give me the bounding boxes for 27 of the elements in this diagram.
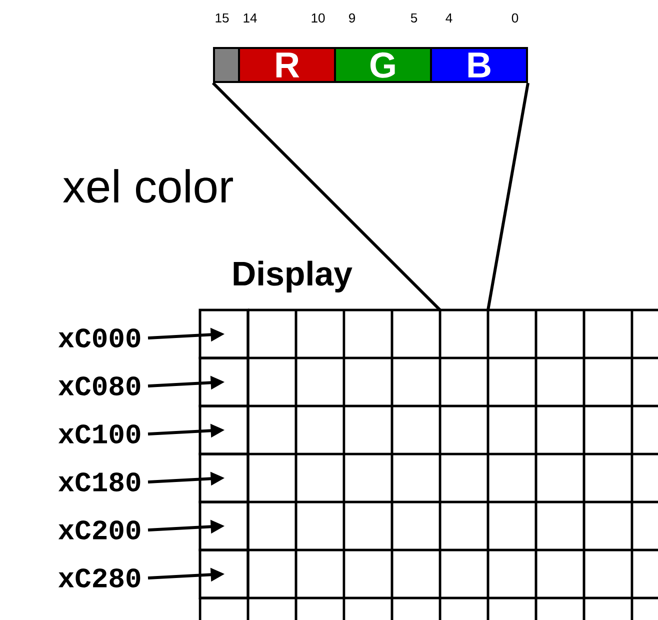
grid-cell [198, 548, 250, 600]
bit-field: B [430, 46, 528, 83]
bit-number: 14 [244, 14, 257, 22]
caption-text: xel color [63, 169, 233, 203]
grid-cell [198, 308, 250, 360]
bit-number: 4 [446, 14, 452, 22]
grid-cell [198, 356, 250, 408]
address-label: xC000 [58, 328, 140, 348]
grid-cell [198, 500, 250, 552]
bit-number: 10 [312, 13, 325, 23]
bit-number: 5 [410, 13, 418, 23]
grid-cell [198, 404, 250, 456]
bit-number: 9 [349, 13, 355, 23]
grid-cell [198, 452, 250, 504]
address-label: xC100 [58, 424, 140, 444]
bit-number: 15 [216, 13, 229, 23]
address-label: xC280 [58, 568, 140, 588]
address-label: xC180 [58, 472, 140, 492]
bit-field: G [334, 46, 432, 83]
unused-bit [213, 46, 240, 83]
display: Display [198, 260, 658, 620]
zoom-line [212, 82, 442, 312]
bit-field: R [238, 46, 336, 83]
bit-number: 0 [512, 13, 518, 23]
address-label: xC080 [58, 376, 140, 396]
zoom-line [486, 82, 530, 310]
address-label: xC200 [58, 520, 140, 540]
